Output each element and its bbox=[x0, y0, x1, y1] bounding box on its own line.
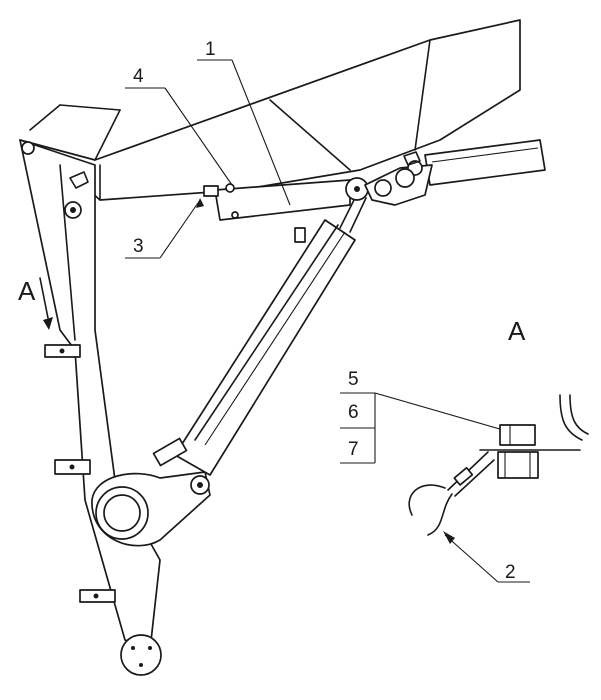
foot-plate bbox=[120, 634, 162, 676]
callout-5: 5 bbox=[348, 369, 359, 390]
callout-1: 1 bbox=[205, 39, 216, 60]
detail-view-title: A bbox=[508, 316, 526, 346]
callout-7: 7 bbox=[348, 439, 359, 460]
column-brackets bbox=[44, 344, 116, 603]
callout-6: 6 bbox=[348, 402, 359, 423]
hinge-joint bbox=[364, 151, 433, 206]
view-arrow-label: A bbox=[18, 276, 36, 306]
callout-2: 2 bbox=[505, 562, 516, 583]
right-tube bbox=[424, 139, 546, 186]
leader-2 bbox=[443, 531, 530, 583]
callout-3: 3 bbox=[133, 236, 144, 257]
callout-4: 4 bbox=[133, 66, 144, 87]
leader-lines bbox=[125, 59, 291, 259]
pin-bar bbox=[203, 177, 369, 221]
crank-arm bbox=[91, 471, 211, 547]
main-column bbox=[19, 139, 161, 651]
view-arrow bbox=[39, 277, 53, 330]
hydraulic-cylinder bbox=[152, 191, 367, 476]
detail-view-a bbox=[340, 392, 589, 536]
